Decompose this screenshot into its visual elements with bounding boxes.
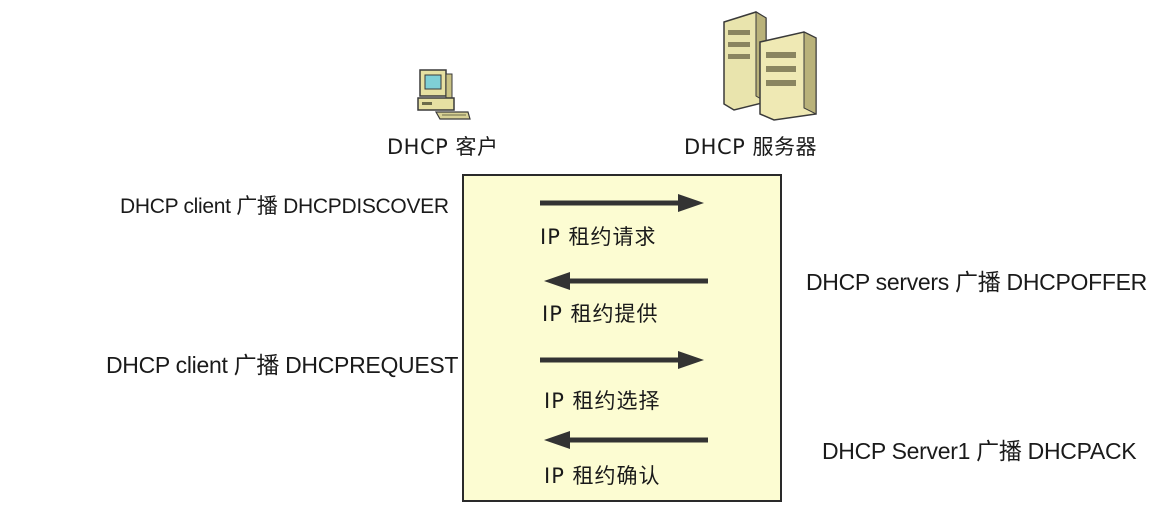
arrow-ack — [538, 429, 710, 451]
note-ack: DHCP Server1 广播 DHCPACK — [822, 438, 1137, 464]
arrow-offer — [538, 270, 710, 292]
step-label-request: IP 租约请求 — [540, 225, 657, 249]
client-computer-icon — [416, 66, 472, 124]
note-offer: DHCP servers 广播 DHCPOFFER — [806, 269, 1147, 295]
step-label-ack: IP 租约确认 — [544, 464, 661, 488]
arrow-select — [538, 349, 708, 371]
client-label: DHCP 客户 — [387, 135, 499, 159]
step-label-offer: IP 租约提供 — [542, 302, 659, 326]
note-discover: DHCP client 广播 DHCPDISCOVER — [120, 195, 449, 218]
server-label: DHCP 服务器 — [684, 135, 817, 159]
arrow-request — [538, 192, 708, 214]
exchange-panel — [462, 174, 782, 502]
server-icon — [718, 10, 822, 122]
step-label-select: IP 租约选择 — [544, 389, 661, 413]
note-request: DHCP client 广播 DHCPREQUEST — [106, 352, 459, 378]
